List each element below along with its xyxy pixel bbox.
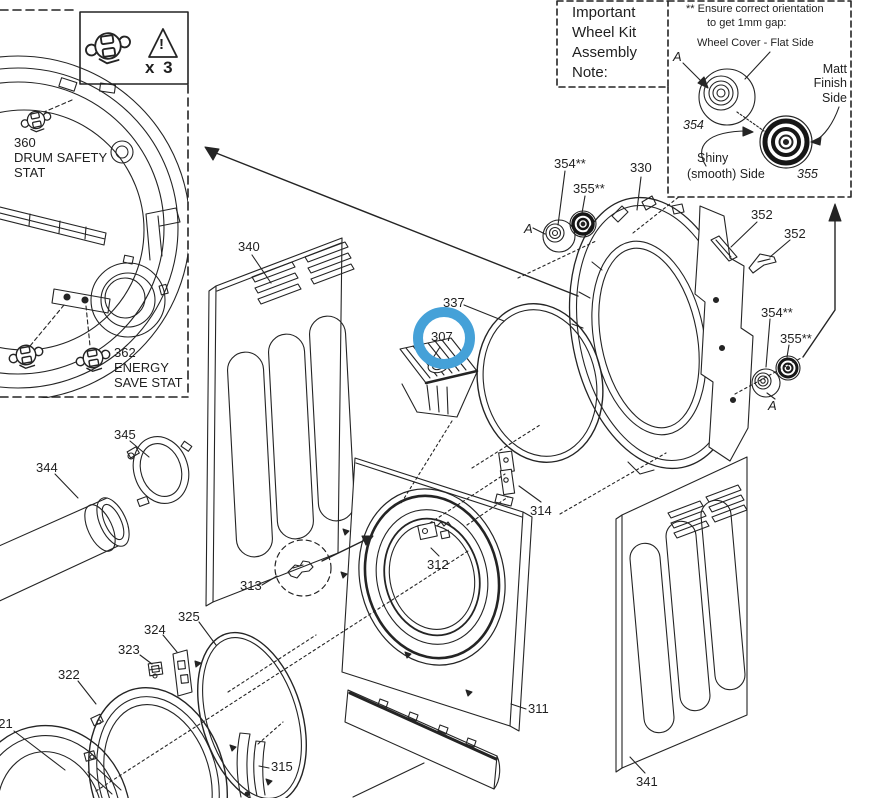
label-354-inset: 354: [683, 118, 704, 132]
callout-323: 323: [118, 642, 140, 657]
callout-345: 345: [114, 427, 136, 442]
quantity-x3: x 3: [145, 58, 175, 77]
callout-337: 337: [443, 295, 465, 310]
hinge-324-art: [172, 649, 202, 697]
inset-drum-stat-art: [0, 9, 189, 398]
panel-341-art: [615, 456, 748, 773]
callout-355-right: 355**: [780, 331, 812, 346]
highlight-ring: [413, 307, 475, 369]
wheel-cover-caption: Wheel Cover - Flat Side: [697, 37, 814, 49]
latch-312-art: [417, 521, 452, 541]
wheels-right-art: [734, 355, 802, 398]
callout-341: 341: [636, 774, 658, 789]
hinge-315-art: [229, 721, 284, 798]
bulkhead-330-art: [568, 195, 754, 475]
callout-307-highlighted: 307: [431, 329, 453, 344]
kick-strip-art: [344, 689, 501, 790]
callout-a-right: A: [768, 398, 777, 413]
callout-352-a: 352: [751, 207, 773, 222]
wheel-kit-note-title: Important Wheel Kit Assembly Note:: [572, 4, 638, 81]
front-panel-311-art: [340, 457, 533, 732]
callout-355-left: 355**: [573, 181, 605, 196]
callout-344: 344: [36, 460, 58, 475]
callout-352-b: 352: [784, 226, 806, 241]
ref-a-inset: A: [673, 49, 682, 64]
label-355-inset: 355: [797, 167, 818, 181]
callout-340: 340: [238, 239, 260, 254]
callout-325: 325: [178, 609, 200, 624]
clip-313-art: [274, 535, 374, 597]
panel-340-art: [205, 237, 355, 607]
felt-352-art: [710, 235, 777, 274]
callout-314: 314: [530, 503, 552, 518]
clamp-345-art: [126, 436, 193, 508]
leader-lines: [13, 170, 791, 798]
orientation-note-line2: to get 1mm gap:: [707, 17, 787, 29]
glass-321-art: [0, 724, 132, 798]
inset-wheel-kit-art: [556, 0, 852, 198]
bracket-314-art: [494, 450, 516, 507]
seal-337-art: [476, 302, 604, 464]
callout-322: 322: [58, 667, 80, 682]
label-360-drum-safety-stat: 360 DRUM SAFETY STAT: [14, 135, 108, 180]
clip-323-art: [147, 661, 164, 679]
callout-354-right: 354**: [761, 305, 793, 320]
shiny-caption-line2: (smooth) Side: [687, 167, 765, 181]
callout-312: 312: [427, 557, 449, 572]
shiny-caption-line1: Shiny: [697, 151, 729, 165]
arrow-up-right: [802, 203, 842, 358]
callout-354-left: 354**: [554, 156, 586, 171]
cylinder-344-art: [0, 497, 130, 602]
callout-313: 313: [240, 578, 262, 593]
callout-315: 315: [271, 759, 293, 774]
label-362-energy-save-stat: 362 ENERGY SAVE STAT: [114, 345, 183, 390]
warning-exclamation-mark: !: [159, 36, 164, 53]
axis-dotted-lines: [95, 195, 681, 792]
callout-a-left: A: [524, 221, 533, 236]
orientation-note-line1: ** Ensure correct orientation: [686, 3, 824, 15]
callout-311: 311: [528, 701, 549, 716]
callout-324: 324: [144, 622, 166, 637]
seal-325-art: [197, 631, 307, 798]
arrow-to-inset: [204, 146, 579, 297]
door-322-art: [83, 687, 229, 798]
callout-330: 330: [630, 160, 652, 175]
matt-finish-side-caption: Matt Finish Side: [813, 62, 847, 105]
callout-321: 321: [0, 716, 13, 731]
